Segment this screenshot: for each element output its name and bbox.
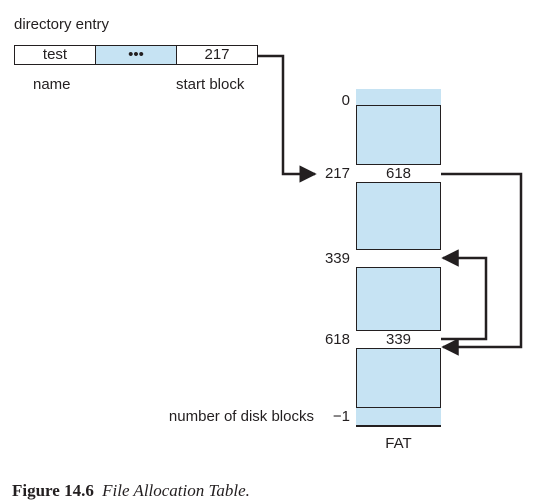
ellipsis-field: •••: [95, 45, 177, 65]
row-index-0: 0: [341, 92, 350, 109]
disk-blocks-label: number of disk blocks: [168, 408, 314, 425]
fat-row-339: [356, 249, 441, 268]
fat-row-0: [356, 89, 441, 106]
start-block-field: 217: [176, 45, 258, 65]
fat-row-217: 618: [356, 164, 441, 183]
row-index-last: −1: [332, 408, 350, 425]
fat-label: FAT: [385, 435, 412, 452]
row-index-618: 618: [324, 331, 350, 348]
name-label: name: [33, 76, 71, 93]
start-block-label: start block: [176, 76, 245, 93]
row-index-217: 217: [324, 165, 350, 182]
fat-row-last: [356, 407, 441, 426]
start-block-arrow: [258, 54, 317, 183]
figure-title: File Allocation Table.: [102, 481, 250, 500]
directory-entry-title: directory entry: [14, 16, 110, 33]
figure-caption: Figure 14.6 File Allocation Table.: [12, 481, 250, 501]
row-index-339: 339: [324, 250, 350, 267]
chain-arrow-339: [441, 249, 488, 341]
figure-number: Figure 14.6: [12, 481, 94, 500]
fat-row-618: 339: [356, 330, 441, 349]
chain-arrow-618: [441, 172, 523, 356]
